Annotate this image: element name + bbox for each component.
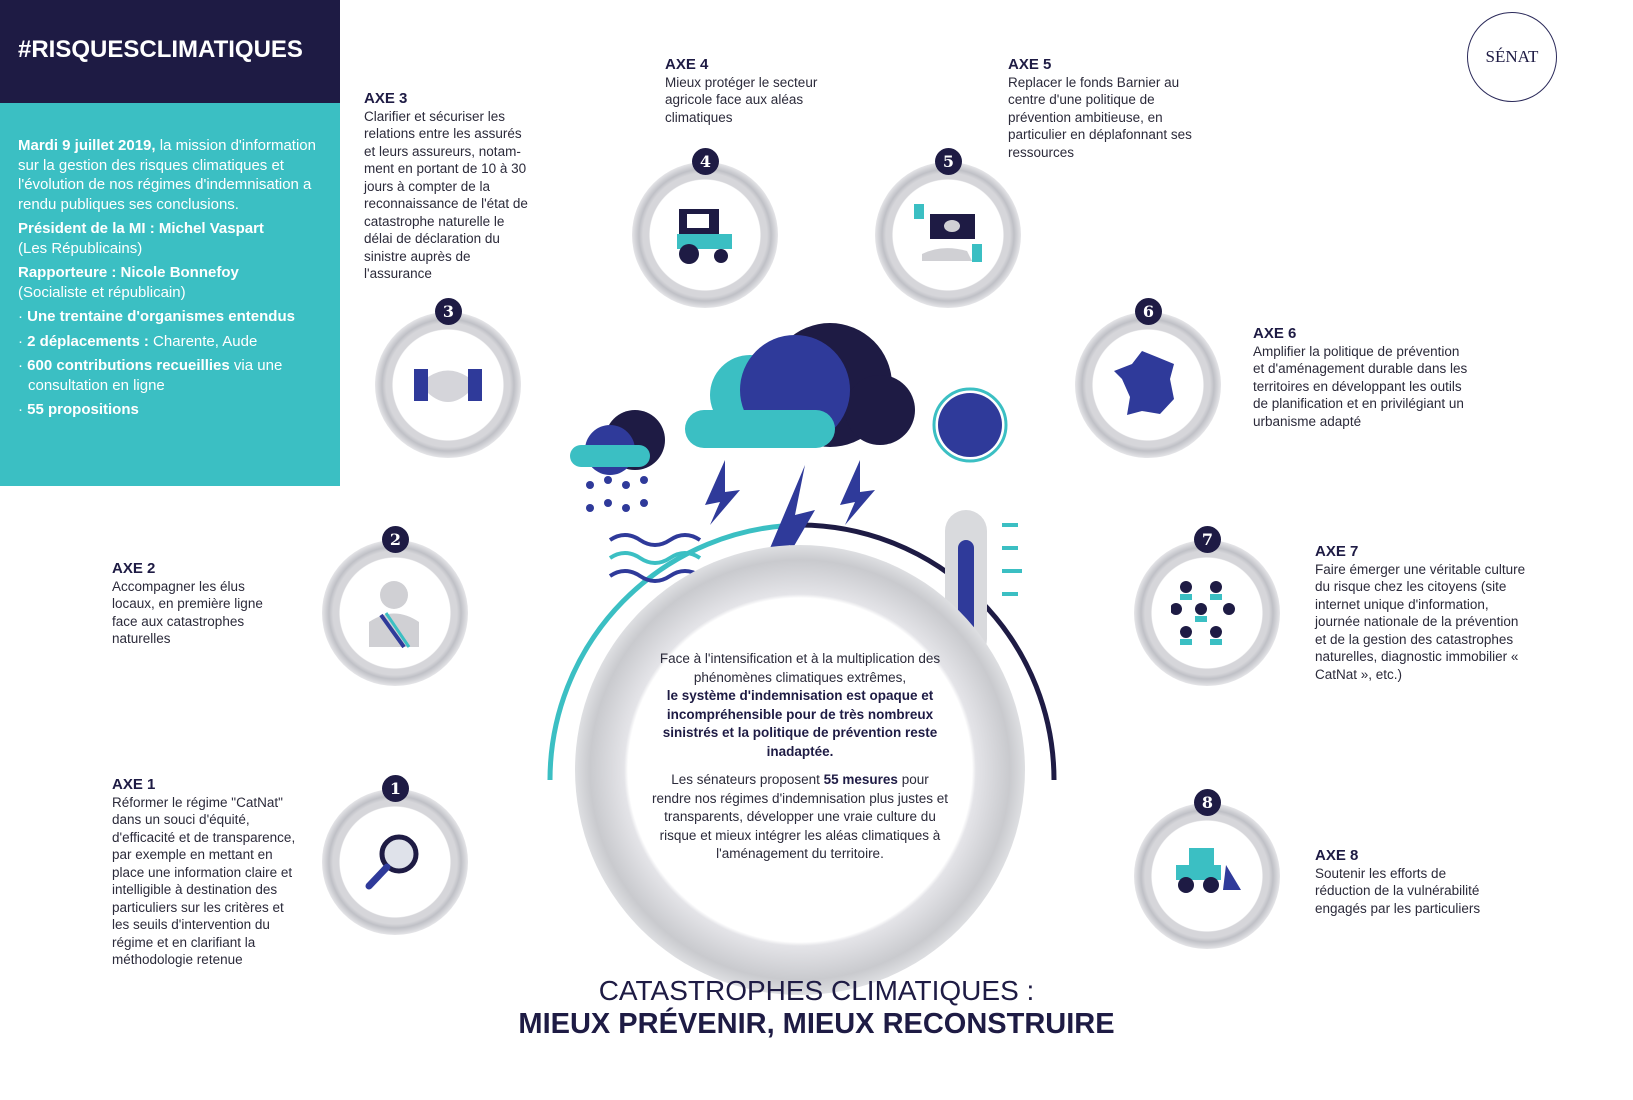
- axe-icon-holder: [340, 558, 450, 668]
- axe-title: AXE 5: [1008, 56, 1052, 73]
- axe-number-badge: 6: [1135, 298, 1162, 325]
- axe-description: Replacer le fonds Barnier au centre d'un…: [1008, 74, 1192, 160]
- measures-count: 55 mesures: [823, 772, 898, 787]
- axe-title: AXE 3: [364, 90, 408, 107]
- center-intro: Face à l'intensification et à la multipl…: [659, 651, 941, 685]
- axe-5-ring: 5: [875, 148, 1021, 308]
- axe-8-ring: 8: [1134, 789, 1280, 949]
- rain-cloud-icon: [570, 410, 665, 512]
- panel-bullet: · 2 déplacements : Charente, Aude: [18, 332, 258, 350]
- title-line2: MIEUX PRÉVENIR, MIEUX RECONSTRUIRE: [518, 1008, 1115, 1040]
- axe-number-badge: 7: [1194, 526, 1221, 553]
- axe-icon-holder: [650, 180, 760, 290]
- axe-description: Réformer le régime "CatNat" dans un souc…: [112, 794, 296, 968]
- sun-icon: [932, 387, 1008, 463]
- people-icon: [1171, 581, 1235, 645]
- axe-icon-holder: [1152, 558, 1262, 668]
- president: Président de la MI : Michel Vaspart: [18, 220, 264, 237]
- center-p2a: Les sénateurs proposent: [671, 772, 824, 787]
- axe-number-badge: 4: [692, 148, 719, 175]
- axe-title: AXE 1: [112, 776, 156, 793]
- center-statement: le système d'indemnisation est opaque et…: [662, 688, 938, 759]
- mayor-icon: [369, 581, 419, 649]
- tractor-icon: [677, 209, 732, 264]
- intro-date: Mardi 9 juillet 2019,: [18, 137, 156, 154]
- hashtag: #RISQUESCLIMATIQUES: [18, 36, 303, 63]
- teal-arc: [547, 522, 801, 780]
- axe-description: Accompagner les élus locaux, en première…: [112, 578, 263, 647]
- axe-2-ring: 2: [322, 526, 468, 686]
- magnifier-icon: [365, 834, 419, 890]
- center-p2b: pour rendre nos régimes d'indemnisation …: [652, 772, 948, 861]
- axe-number-badge: 8: [1194, 789, 1221, 816]
- money-icon: [914, 204, 982, 262]
- axe-number-badge: 1: [382, 775, 409, 802]
- center-ring: [575, 545, 1025, 995]
- axe-title: AXE 6: [1253, 325, 1297, 342]
- info-panel: Mardi 9 juillet 2019, la mission d'infor…: [0, 103, 340, 486]
- axe-title: AXE 8: [1315, 847, 1359, 864]
- rapporteur-party: (Socialiste et républicain): [18, 283, 186, 301]
- lightning-icon: [705, 460, 875, 570]
- axe-icon-holder: [1093, 330, 1203, 440]
- bulldozer-icon: [1176, 848, 1241, 893]
- axe-4-ring: 4: [632, 148, 778, 308]
- big-cloud-icon: [685, 323, 915, 448]
- axe-number-badge: 2: [382, 526, 409, 553]
- title-line1: CATASTROPHES CLIMATIQUES :: [598, 975, 1035, 1006]
- axe-icon-holder: [393, 330, 503, 440]
- intro-text: la mission d'information sur la gestion …: [18, 137, 316, 213]
- senat-logo[interactable]: SÉNAT: [1467, 12, 1557, 102]
- axe-icon-holder: [1152, 821, 1262, 931]
- rapporteur: Rapporteure : Nicole Bonnefoy: [18, 264, 239, 281]
- panel-bullet: · Une trentaine d'organismes entendus: [18, 308, 295, 325]
- axe-1-ring: 1: [322, 775, 468, 935]
- axe-title: AXE 7: [1315, 543, 1359, 560]
- axe-description: Amplifier la politique de prévention et …: [1253, 343, 1468, 429]
- handshake-icon: [414, 369, 482, 402]
- panel-bullet: · 600 contributions recueillies via une …: [18, 357, 283, 394]
- center-summary: Face à l'intensification et à la multipl…: [650, 650, 950, 864]
- axe-6-ring: 6: [1075, 298, 1221, 458]
- panel-bullet: · 55 propositions: [18, 401, 139, 418]
- waves-icon: [608, 533, 702, 583]
- hashtag-header: #RISQUESCLIMATIQUES: [0, 0, 340, 103]
- axe-title: AXE 2: [112, 560, 156, 577]
- axe-icon-holder: [340, 807, 450, 917]
- climate-illustration: [547, 323, 1057, 780]
- axe-number-badge: 3: [435, 298, 462, 325]
- axe-7-ring: 7: [1134, 526, 1280, 686]
- axe-title: AXE 4: [665, 56, 709, 73]
- axe-3-ring: 3: [375, 298, 521, 458]
- axe-icon-holder: [893, 180, 1003, 290]
- axe-number-badge: 5: [935, 148, 962, 175]
- axe-description: Faire émerger une véritable culture du r…: [1315, 561, 1526, 682]
- axe-description: Clarifier et sécuriser les relations ent…: [364, 108, 528, 282]
- president-party: (Les Républicains): [18, 239, 143, 257]
- axe-description: Mieux protéger le secteur agricole face …: [665, 74, 818, 125]
- france-map-icon: [1114, 351, 1174, 415]
- axe-description: Soutenir les efforts de réduction de la …: [1315, 865, 1481, 916]
- logo-text: SÉNAT: [1485, 47, 1539, 66]
